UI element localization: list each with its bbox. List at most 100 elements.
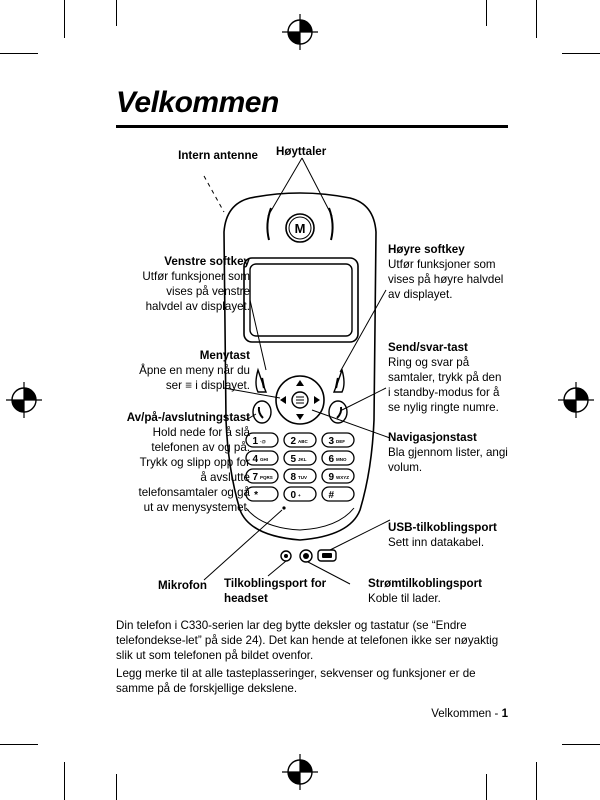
label-venstre-softkey: Venstre softkey Utfør funksjoner som vis… — [96, 254, 250, 314]
keypad-key: * — [245, 486, 279, 502]
label-headset-title: headset — [224, 592, 268, 605]
label-line: Koble til lader. — [368, 592, 441, 605]
label-line: Bla gjennom lister, angi — [388, 446, 508, 459]
label-usb: USB-tilkoblingsport Sett inn datakabel. — [388, 520, 528, 550]
label-line: samtaler, trykk på den — [388, 371, 502, 384]
label-line: ser ≡ i displayet. — [96, 378, 250, 393]
keypad-key-label: 0 — [290, 490, 296, 501]
label-av-pa-title: Av/på-/avslutningstast — [126, 411, 250, 424]
label-line: Ring og svar på — [388, 356, 470, 369]
keypad-key-sublabel: MNO — [336, 457, 347, 462]
keypad-key-shape — [321, 432, 355, 448]
keypad-key-label: 8 — [290, 472, 296, 483]
label-intern-antenne-title: Intern antenne — [178, 149, 258, 162]
keypad-key-label: 5 — [290, 454, 296, 465]
keypad-key-label: 1 — [252, 436, 258, 447]
label-navigasjon: Navigasjonstast Bla gjennom lister, angi… — [388, 430, 528, 475]
crop-mark — [536, 762, 537, 800]
keypad-key: 1·@ — [245, 432, 279, 448]
registration-mark-icon — [558, 382, 594, 418]
registration-mark-icon — [6, 382, 42, 418]
keypad-key-shape — [321, 486, 355, 502]
menu-icon: ≡ — [185, 379, 192, 392]
label-line: telefonsamtaler og gå — [138, 486, 251, 499]
keypad-key-label: * — [254, 490, 258, 501]
label-mikrofon-title: Mikrofon — [158, 579, 207, 592]
keypad-key-shape — [245, 450, 279, 466]
page-footer: Velkommen - 1 — [431, 708, 508, 720]
crop-mark — [116, 0, 117, 26]
crop-mark — [486, 0, 487, 26]
label-hoyttaler-title: Høyttaler — [276, 145, 327, 158]
label-line: telefonen av og på. — [151, 441, 250, 454]
crop-mark — [0, 744, 38, 745]
keypad-key-shape — [283, 450, 317, 466]
intro-paragraph: Din telefon i C330-serien lar deg bytte … — [116, 619, 499, 662]
label-headset-title: Tilkoblingsport for — [224, 577, 327, 590]
label-venstre-softkey-title: Venstre softkey — [164, 255, 250, 268]
keypad-key-shape — [283, 432, 317, 448]
label-line: se nylig ringte numre. — [388, 401, 499, 414]
keypad-key-label: 4 — [252, 454, 258, 465]
crop-mark — [64, 762, 65, 800]
label-usb-title: USB-tilkoblingsport — [388, 521, 497, 534]
keypad-key-label: 7 — [252, 472, 258, 483]
keypad-key-sublabel: ·@ — [260, 439, 266, 444]
label-line: Hold nede for å slå — [152, 426, 250, 439]
label-menytast: Menytast Åpne en meny når du ser ≡ i dis… — [96, 348, 250, 393]
label-line: Utfør funksjoner som — [142, 270, 250, 283]
keypad-key-label: 3 — [328, 436, 334, 447]
keypad-key-sublabel: DEF — [336, 439, 345, 444]
label-line: vises på høyre halvdel — [388, 273, 504, 286]
brand-logo-icon: M — [295, 221, 306, 236]
keypad-key-sublabel: + — [298, 493, 301, 498]
label-intern-antenne: Intern antenne — [130, 148, 258, 163]
label-line: vises på venstre — [166, 285, 250, 298]
keypad-key-shape — [321, 450, 355, 466]
label-hoyre-softkey-title: Høyre softkey — [388, 243, 465, 256]
crop-mark — [562, 53, 600, 54]
keypad-key-sublabel: GHI — [260, 457, 268, 462]
label-hoyttaler: Høyttaler — [276, 144, 356, 159]
crop-mark — [536, 0, 537, 38]
footer-separator: - — [494, 708, 499, 720]
keypad-key-shape — [245, 432, 279, 448]
keypad-key-label: 6 — [328, 454, 334, 465]
keypad-key-sublabel: PQRS — [260, 475, 273, 480]
crop-mark — [64, 0, 65, 38]
label-send-svar: Send/svar-tast Ring og svar på samtaler,… — [388, 340, 528, 415]
label-text: i displayet. — [195, 379, 250, 392]
title-rule — [116, 125, 508, 128]
note-paragraph: Legg merke til at alle tasteplasseringer… — [116, 667, 476, 695]
label-line: Sett inn datakabel. — [388, 536, 485, 549]
keypad-key-shape — [283, 468, 317, 484]
keypad-key-sublabel: TUV — [298, 475, 307, 480]
label-line: Trykk og slipp opp for — [139, 456, 250, 469]
label-line: volum. — [388, 461, 423, 474]
footer-section: Velkommen — [431, 708, 492, 720]
page-title: Velkommen — [116, 86, 279, 119]
label-strom: Strømtilkoblingsport Koble til lader. — [368, 576, 508, 606]
crop-mark — [562, 744, 600, 745]
keypad-key-label: 9 — [328, 472, 334, 483]
keypad-key-shape — [283, 486, 317, 502]
keypad-key-shape — [321, 468, 355, 484]
crop-mark — [116, 774, 117, 800]
label-line: av displayet. — [388, 288, 453, 301]
page-number: 1 — [501, 708, 508, 720]
keypad-key-sublabel: ABC — [298, 439, 308, 444]
crop-mark — [486, 774, 487, 800]
label-line: å avslutte — [200, 471, 250, 484]
label-hoyre-softkey: Høyre softkey Utfør funksjoner som vises… — [388, 242, 528, 302]
keypad-key-label: 2 — [290, 436, 296, 447]
label-line: halvdel av displayet. — [145, 300, 250, 313]
label-line: i standby-modus for å — [388, 386, 500, 399]
